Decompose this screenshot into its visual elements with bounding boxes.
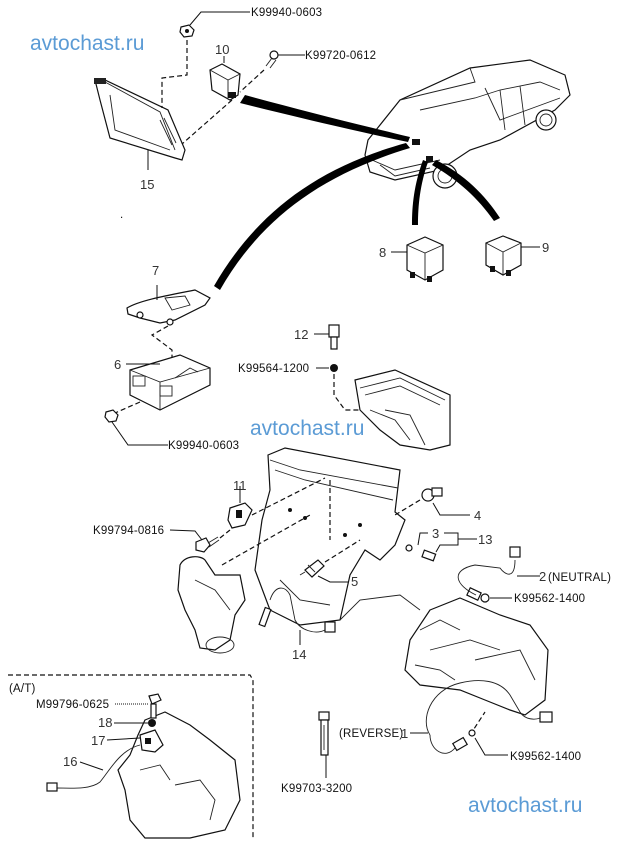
callout-5: 5 (351, 574, 358, 589)
sensor-11 (227, 502, 253, 529)
pointer-arrow-relay-8 (412, 160, 428, 225)
nut-top-icon (179, 24, 195, 38)
sensor-12 (328, 324, 340, 372)
callout-6: 6 (114, 357, 121, 372)
relay-8 (406, 236, 444, 282)
callout-12: 12 (294, 327, 308, 342)
at-section-label: (A/T) (9, 683, 36, 695)
control-module-6 (129, 354, 211, 411)
car-illustration (364, 59, 571, 189)
callout-8: 8 (379, 245, 386, 260)
callout-15: 15 (140, 177, 154, 192)
part-number-bolt-reverse: K99703-3200 (281, 783, 352, 795)
washer-reverse-icon (468, 729, 476, 737)
callout-7: 7 (152, 263, 159, 278)
callout-2: 2 (539, 569, 546, 584)
bolt-relay-10-icon (265, 50, 279, 69)
callout-4: 4 (474, 508, 481, 523)
bracket-7 (126, 289, 211, 326)
part-number-washer-reverse: K99562-1400 (510, 751, 581, 763)
harness-16-connector (46, 782, 58, 792)
sensor-4 (421, 487, 443, 502)
nut-bracket-6-icon (104, 409, 119, 423)
part-number-washer-12: K99564-1200 (238, 363, 309, 375)
sensor-5 (299, 559, 325, 578)
watermark-top: avtochast.ru (30, 32, 144, 55)
at-section-border (8, 674, 254, 840)
inhibitor-switch-17 (139, 729, 164, 753)
neutral-label: (NEUTRAL) (548, 572, 611, 584)
manual-transmission (404, 597, 549, 716)
callout-14: 14 (292, 647, 306, 662)
callout-1: 1 (401, 726, 408, 741)
engine-block (254, 447, 421, 626)
reverse-label: (REVERSE) (339, 728, 403, 740)
reverse-switch-1 (451, 736, 469, 752)
part-number-bolt-11: K99794-0816 (93, 525, 164, 537)
part-number-bolt-relay-10: K99720-0612 (305, 50, 376, 62)
callout-18: 18 (98, 715, 112, 730)
washer-18 (148, 719, 156, 727)
watermark-bottom: avtochast.ru (468, 794, 582, 817)
neutral-switch-2 (457, 546, 521, 601)
pointer-arrow-relay-9 (432, 160, 500, 221)
callout-10: 10 (215, 42, 229, 57)
bolt-at-icon (148, 693, 162, 719)
bolt-reverse-icon (318, 711, 330, 756)
part-number-nut-top: K99940-0603 (251, 7, 322, 19)
callout-9: 9 (542, 240, 549, 255)
callout-17: 17 (91, 733, 105, 748)
exhaust-manifold (177, 556, 246, 654)
sensor-3 (405, 544, 437, 562)
bolt-11-icon (195, 536, 220, 553)
ecu-module-15 (94, 78, 186, 161)
automatic-transmission (117, 711, 241, 839)
pointer-arrow-ecu (240, 95, 410, 142)
callout-11: 11 (233, 478, 247, 493)
callout-13: 13 (478, 532, 492, 547)
intake-manifold (354, 369, 451, 451)
oxygen-sensor-14 (258, 587, 336, 633)
harness-16 (54, 744, 141, 789)
part-number-bolt-at: M99796-0625 (36, 699, 109, 711)
relay-9 (485, 235, 522, 276)
callout-3: 3 (432, 526, 439, 541)
watermark-middle: avtochast.ru (250, 417, 364, 440)
reverse-switch-connector (539, 711, 553, 723)
part-number-washer-neutral: K99562-1400 (514, 593, 585, 605)
relay-10 (209, 63, 241, 101)
washer-neutral-icon (480, 593, 490, 603)
stray-mark: . (120, 209, 123, 221)
part-number-nut-bracket-6: K99940-0603 (168, 440, 239, 452)
callout-16: 16 (63, 754, 77, 769)
